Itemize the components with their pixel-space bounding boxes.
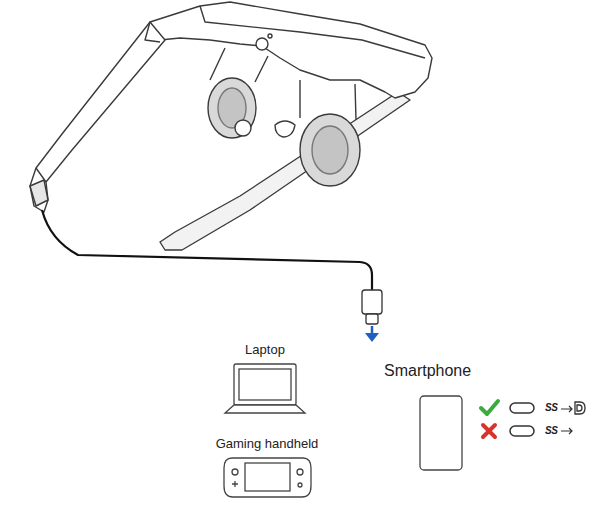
insert-arrow xyxy=(365,326,379,342)
superspeed-logo: SS xyxy=(545,425,557,437)
device-label: Gaming handheld xyxy=(216,437,319,452)
superspeed-arrow xyxy=(561,406,572,412)
usb-c-port-icon xyxy=(510,426,534,436)
ar-glasses xyxy=(30,2,432,250)
usb-c-plug xyxy=(362,290,382,324)
device-label: Laptop xyxy=(245,343,285,358)
laptop-icon xyxy=(225,364,305,413)
superspeed-logo: SS xyxy=(545,402,557,414)
device-label: Smartphone xyxy=(384,362,471,380)
displayport-icon xyxy=(575,402,585,414)
smartphone-icon xyxy=(420,396,462,470)
cross-mark xyxy=(483,425,495,437)
check-mark xyxy=(481,401,498,414)
superspeed-arrow xyxy=(561,428,572,434)
handheld-icon xyxy=(224,458,311,497)
usb-cable xyxy=(42,210,372,292)
usb-c-port-icon xyxy=(510,403,534,413)
